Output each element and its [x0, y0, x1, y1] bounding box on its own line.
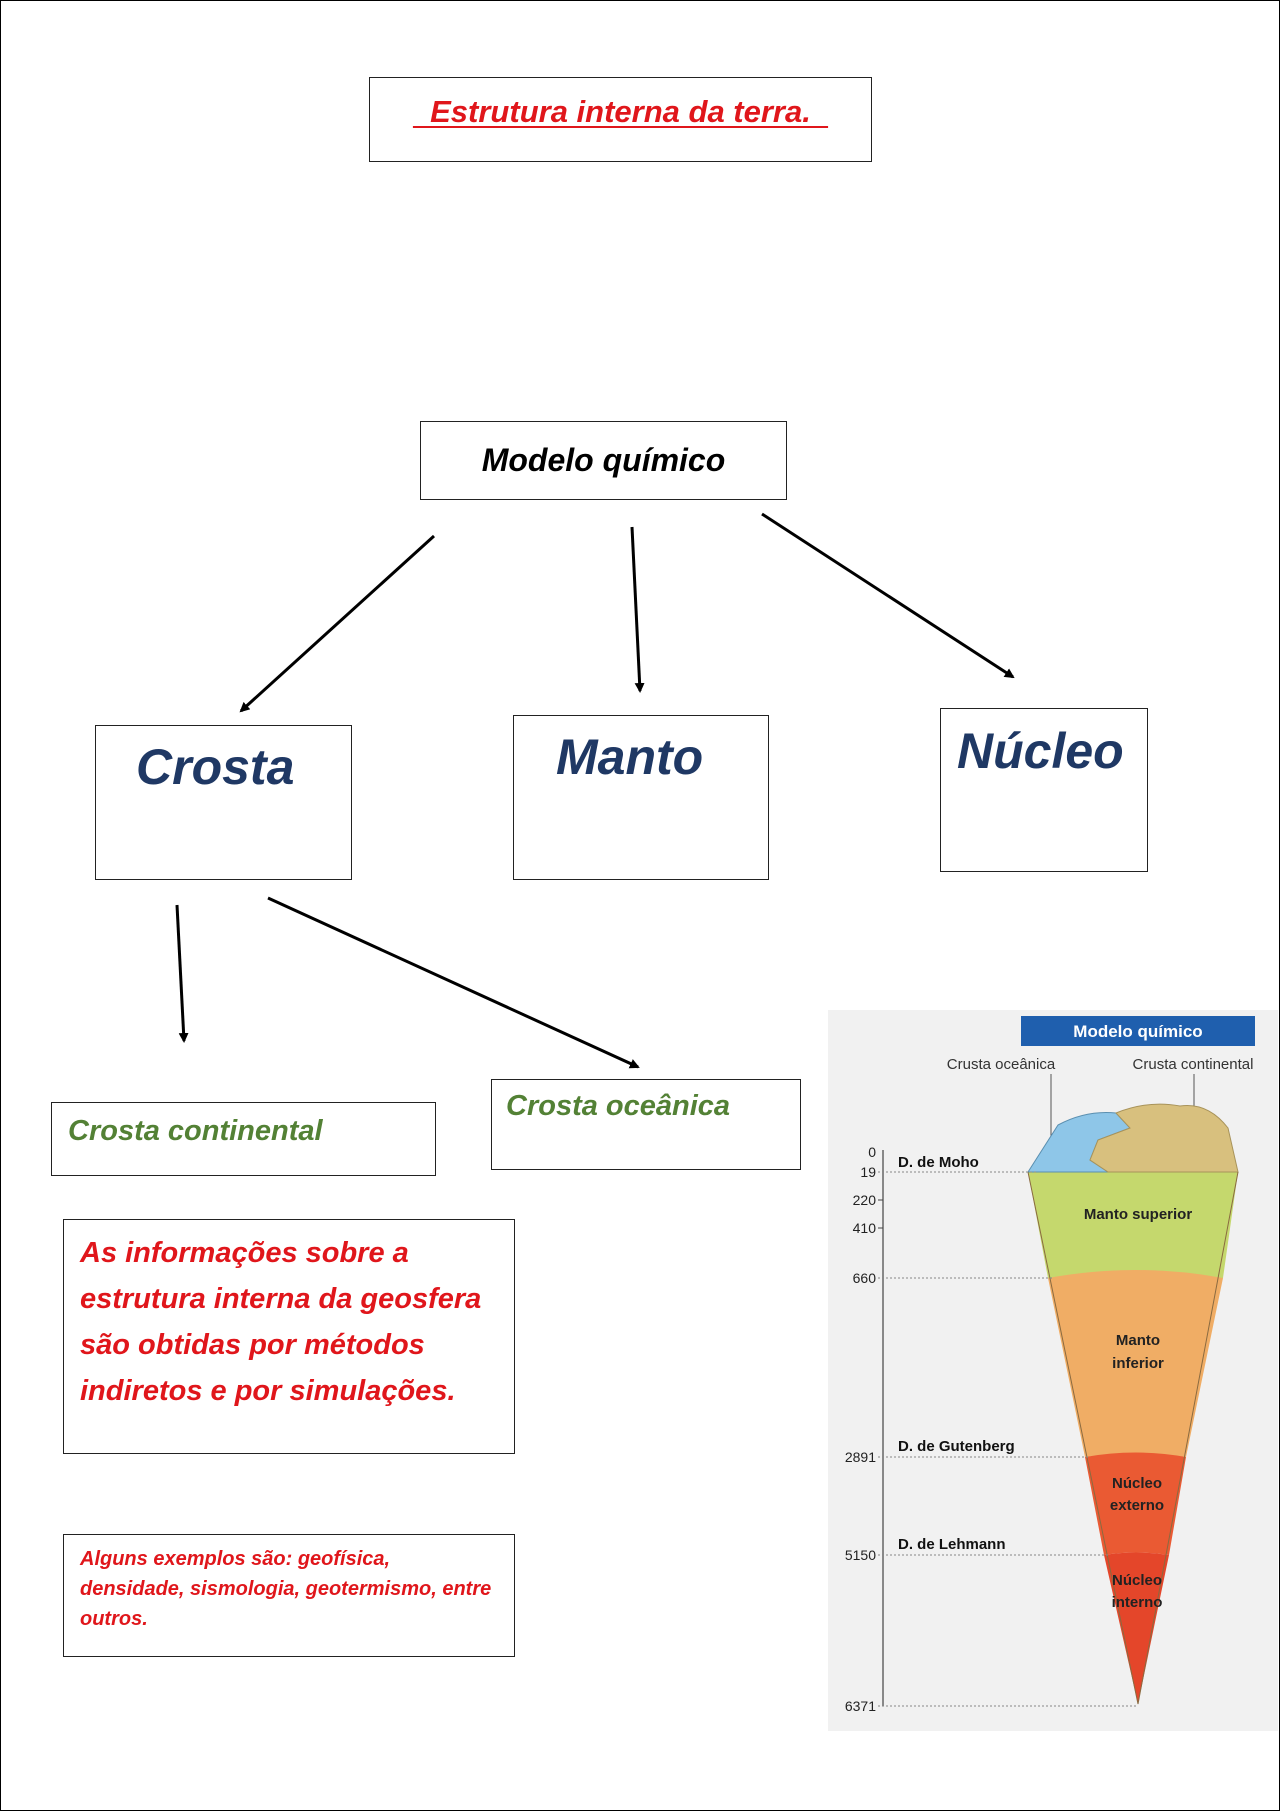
- depth-410: 410: [853, 1220, 877, 1236]
- manto-inferior-label-2: inferior: [1112, 1355, 1164, 1372]
- manto-inferior-label-1: Manto: [1116, 1332, 1160, 1349]
- gutenberg-label: D. de Gutenberg: [898, 1438, 1015, 1455]
- chemical-model-figure: Modelo químico Crusta oceânica Crusta co…: [828, 1010, 1278, 1731]
- arrow-to-crosta-oceanica: [267, 896, 640, 1069]
- figure-header: Modelo químico: [1073, 1022, 1202, 1041]
- depth-6371: 6371: [845, 1698, 876, 1714]
- depth-2891: 2891: [845, 1449, 876, 1465]
- nucleo-interno-label-1: Núcleo: [1112, 1572, 1162, 1589]
- arrow-to-nucleo: [761, 512, 1015, 679]
- modelo-quimico-box: Modelo químico: [420, 421, 787, 500]
- depth-5150: 5150: [845, 1547, 876, 1563]
- nucleo-interno-layer: [1104, 1552, 1169, 1704]
- manto-inferior-layer: [1048, 1270, 1223, 1457]
- crosta-continental-label: Crosta continental: [68, 1115, 323, 1147]
- manto-superior-layer: [1028, 1172, 1238, 1278]
- manto-superior-label: Manto superior: [1084, 1206, 1193, 1223]
- examples-box: Alguns exemplos são: geofísica, densidad…: [63, 1534, 515, 1657]
- crosta-label: Crosta: [136, 739, 295, 795]
- nucleo-externo-label-1: Núcleo: [1112, 1475, 1162, 1492]
- manto-label: Manto: [556, 729, 704, 785]
- depth-220: 220: [853, 1192, 877, 1208]
- nucleo-interno-label-2: interno: [1112, 1594, 1163, 1611]
- info-box: As informações sobre a estrutura interna…: [63, 1219, 515, 1454]
- moho-label: D. de Moho: [898, 1154, 979, 1171]
- label-crusta-oceanica: Crusta oceânica: [947, 1056, 1056, 1073]
- nucleo-externo-label-2: externo: [1110, 1497, 1164, 1514]
- crosta-oceanica-box: Crosta oceânica: [491, 1079, 801, 1170]
- nucleo-label: Núcleo: [957, 723, 1124, 779]
- figure-header-bg: [1021, 1016, 1255, 1046]
- page-title: Estrutura interna da terra.: [412, 94, 829, 129]
- manto-box: Manto: [513, 715, 769, 880]
- crosta-oceanica-label: Crosta oceânica: [506, 1090, 731, 1122]
- arrow-to-crosta-continental: [175, 904, 189, 1043]
- title-box: Estrutura interna da terra.: [369, 77, 872, 162]
- arrow-to-crosta: [239, 534, 436, 713]
- crosta-continental-box: Crosta continental: [51, 1102, 436, 1176]
- continental-crust: [1089, 1103, 1239, 1173]
- depth-19: 19: [860, 1164, 876, 1180]
- label-crusta-continental: Crusta continental: [1133, 1056, 1254, 1073]
- depth-660: 660: [853, 1270, 877, 1286]
- lehmann-label: D. de Lehmann: [898, 1536, 1006, 1553]
- nucleo-box: Núcleo: [940, 708, 1148, 872]
- depth-0: 0: [868, 1144, 876, 1160]
- modelo-quimico-label: Modelo químico: [481, 442, 726, 478]
- info-text: As informações sobre a estrutura interna…: [80, 1237, 482, 1407]
- examples-text: Alguns exemplos são: geofísica, densidad…: [80, 1548, 492, 1630]
- crosta-box: Crosta: [95, 725, 352, 880]
- arrow-to-manto: [630, 526, 645, 693]
- nucleo-externo-layer: [1085, 1452, 1186, 1555]
